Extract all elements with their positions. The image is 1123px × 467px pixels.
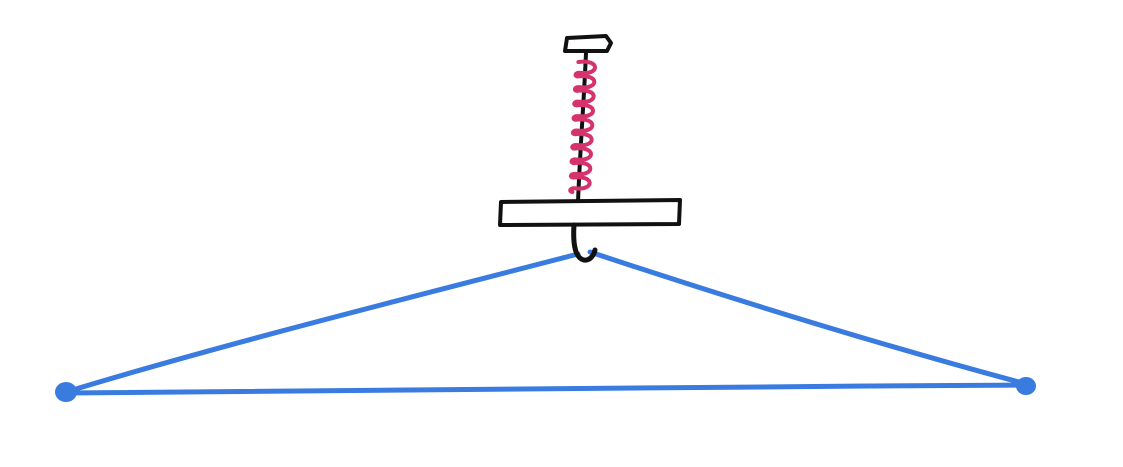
left-anchor-point bbox=[55, 382, 77, 402]
right-string bbox=[587, 249, 1033, 388]
string-triangle bbox=[55, 249, 1036, 402]
crossbar bbox=[498, 198, 682, 227]
hook bbox=[571, 222, 598, 263]
rod bbox=[576, 51, 588, 204]
ceiling-mount bbox=[563, 34, 613, 53]
bottom-string bbox=[63, 382, 1033, 396]
left-string bbox=[63, 251, 581, 395]
spring bbox=[568, 59, 597, 194]
right-anchor-point bbox=[1016, 377, 1036, 395]
